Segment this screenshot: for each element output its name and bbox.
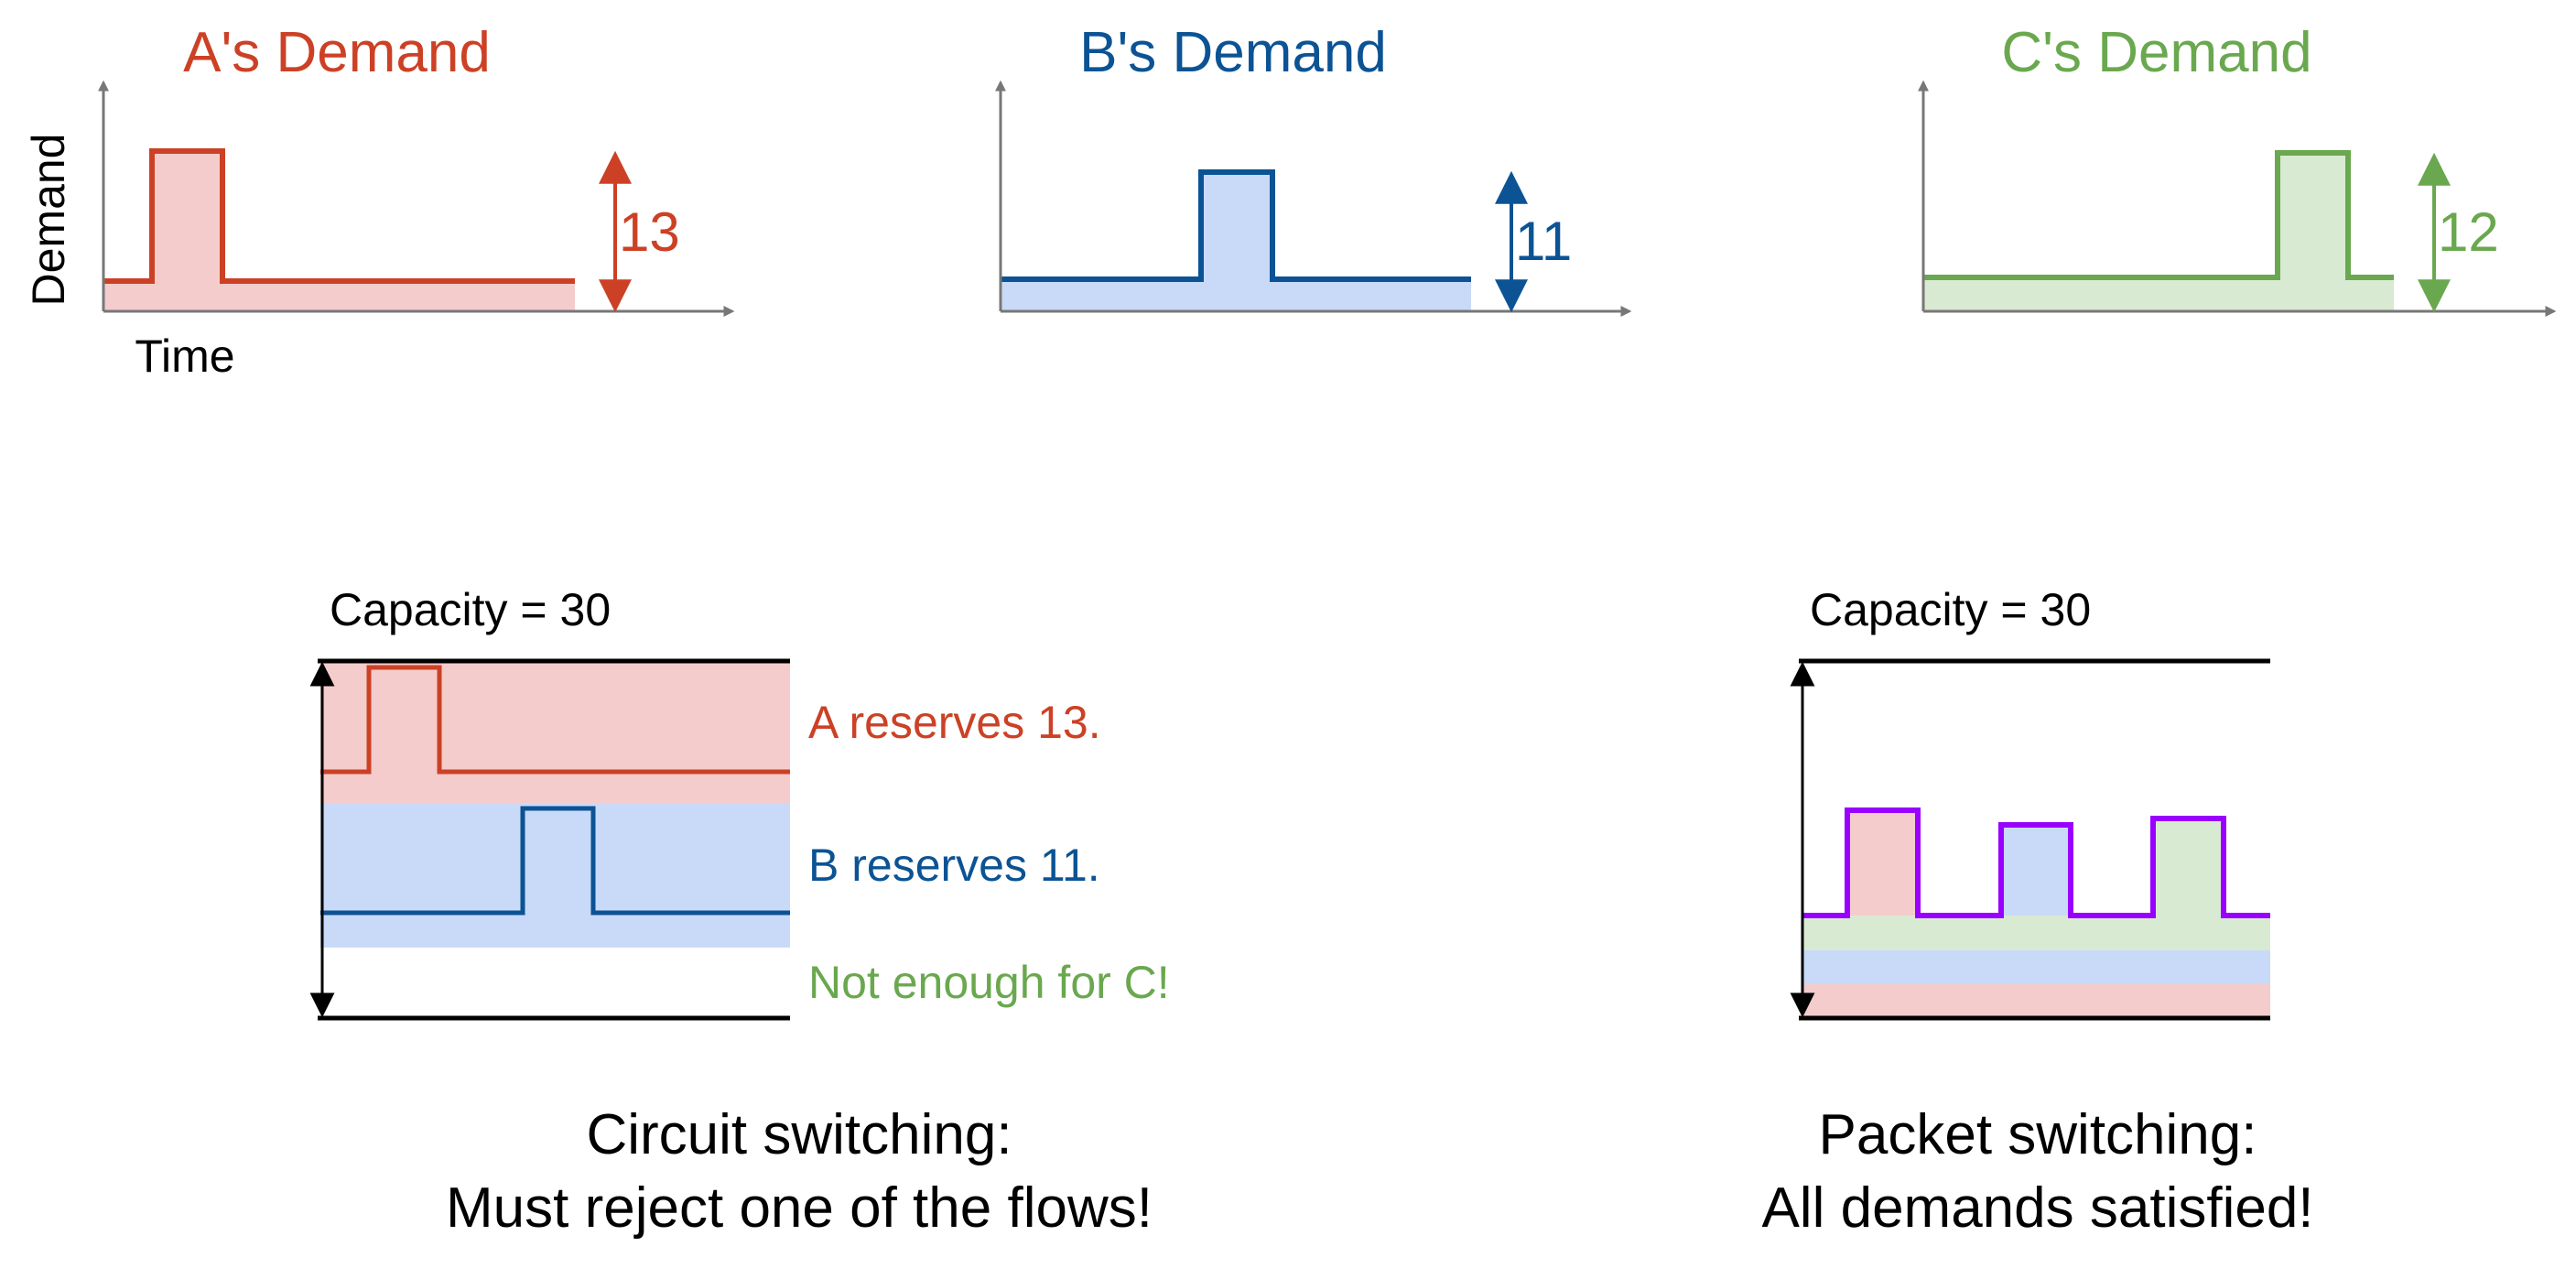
panel-b-value-label: 11 — [1515, 211, 1572, 272]
x-axis-label: Time — [135, 331, 234, 382]
packet-caption-line2: All demands satisfied! — [1761, 1176, 2313, 1240]
panel-a-demand: A's Demand 13 Demand Time — [23, 21, 735, 382]
panel-a-demand-line — [103, 148, 575, 284]
panel-c-title: C's Demand — [2001, 21, 2311, 84]
panel-c-demand: C's Demand 12 — [1918, 21, 2557, 317]
panel-a-title: A's Demand — [183, 21, 491, 84]
packet-burst-b-fill — [2001, 825, 2071, 916]
panel-a-fill — [103, 151, 575, 311]
circuit-reserve-a-band — [320, 661, 790, 803]
packet-band-c — [1802, 916, 2270, 950]
packet-aggregate-line — [1802, 808, 2270, 918]
circuit-not-enough-label: Not enough for C! — [808, 957, 1170, 1008]
circuit-flow-a-line — [320, 665, 790, 775]
packet-caption-line1: Packet switching: — [1819, 1103, 2257, 1166]
circuit-capacity-label: Capacity = 30 — [330, 584, 611, 635]
packet-burst-c-fill — [2153, 818, 2224, 916]
panel-c-value-label: 12 — [2438, 201, 2499, 263]
panel-c-fill — [1923, 153, 2394, 311]
circuit-reserve-b-label: B reserves 11. — [808, 840, 1100, 891]
panel-b-demand: B's Demand 11 — [995, 21, 1632, 317]
panel-b-fill — [1001, 172, 1471, 311]
circuit-switching-panel: Capacity = 30 A reserves 13. B reserves … — [309, 584, 1170, 1240]
circuit-caption-line2: Must reject one of the flows! — [446, 1176, 1153, 1240]
packet-burst-a-fill — [1847, 810, 1918, 916]
panel-c-demand-line — [1923, 150, 2394, 280]
circuit-flow-b-line — [320, 806, 790, 916]
circuit-reserve-b-band — [320, 803, 790, 948]
panel-a-value-label: 13 — [619, 201, 680, 263]
packet-capacity-label: Capacity = 30 — [1810, 584, 2091, 635]
y-axis-label: Demand — [23, 134, 74, 307]
circuit-reserve-a-label: A reserves 13. — [808, 697, 1101, 748]
packet-band-b — [1802, 950, 2270, 984]
packet-band-a — [1802, 984, 2270, 1018]
packet-switching-panel: Capacity = 30 Packet switching: All dema… — [1761, 584, 2313, 1240]
panel-b-demand-line — [1001, 169, 1471, 282]
circuit-caption-line1: Circuit switching: — [586, 1103, 1012, 1166]
panel-b-title: B's Demand — [1079, 21, 1387, 84]
